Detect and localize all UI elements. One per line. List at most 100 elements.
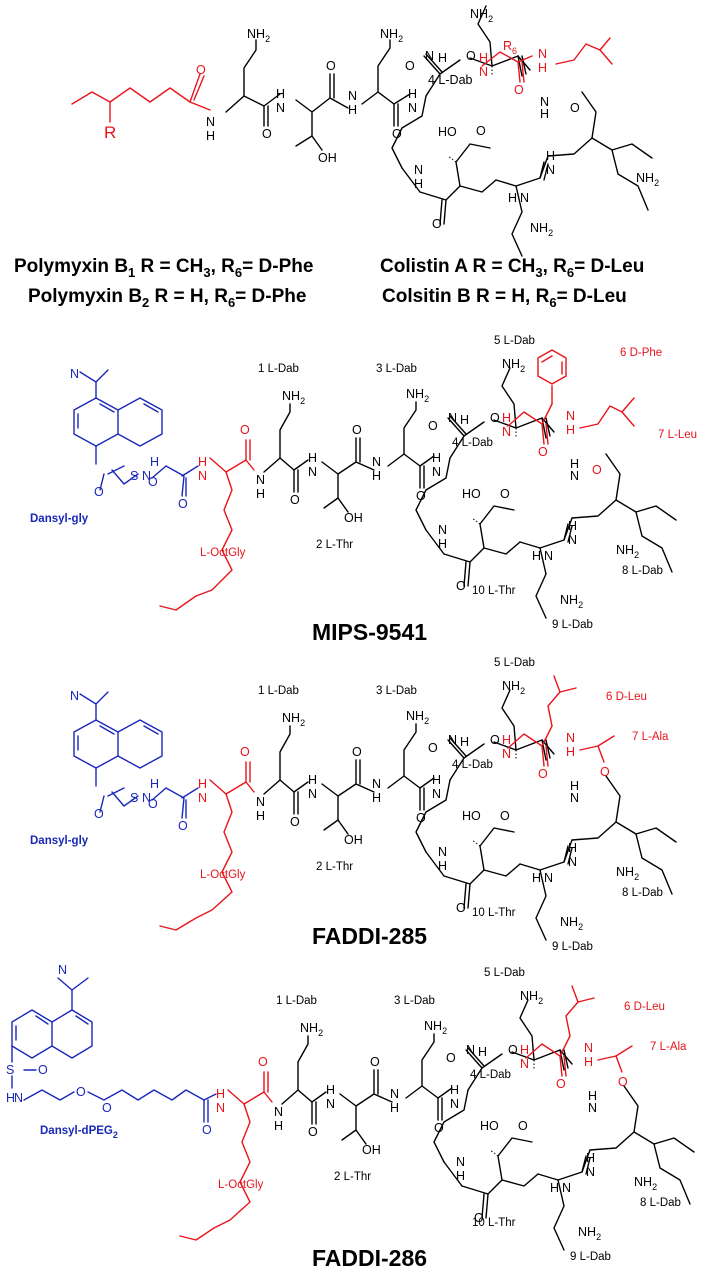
mips-9541-structure <box>73 349 677 619</box>
svg-text:NH2: NH2 <box>520 989 543 1006</box>
faddi-286-structure <box>11 977 695 1251</box>
svg-text:N: N <box>456 1155 465 1169</box>
svg-text:O: O <box>508 1043 518 1057</box>
svg-text:Dansyl-gly: Dansyl-gly <box>30 513 89 525</box>
svg-text:OH: OH <box>344 511 363 525</box>
svg-text:N: N <box>308 787 317 801</box>
svg-text:1 L-Dab: 1 L-Dab <box>258 685 299 697</box>
svg-text:OH: OH <box>318 151 337 165</box>
svg-text:1 L-Dab: 1 L-Dab <box>276 995 317 1007</box>
svg-text:O: O <box>290 493 300 507</box>
svg-text:NH2: NH2 <box>502 357 525 374</box>
svg-text:H: H <box>438 51 447 65</box>
svg-text:H: H <box>438 859 447 873</box>
svg-text:O: O <box>94 807 104 821</box>
svg-text:H: H <box>586 1151 595 1165</box>
svg-text:O: O <box>618 1075 628 1089</box>
svg-text:NH2: NH2 <box>282 389 305 406</box>
svg-text:H: H <box>308 773 317 787</box>
svg-text:N: N <box>448 411 457 425</box>
svg-text:Colsitin B R = H, R6= D-Leu: Colsitin B R = H, R6= D-Leu <box>382 286 627 310</box>
svg-text:5 L-Dab: 5 L-Dab <box>494 657 535 669</box>
svg-text:Polymyxin B2 R = H, R6= D-Phe: Polymyxin B2 R = H, R6= D-Phe <box>28 286 306 310</box>
svg-text:O: O <box>556 1077 566 1091</box>
mips-9541-labels: N S O O H N O Dansyl-gly H N O L-OctGly … <box>30 335 697 645</box>
svg-text:O: O <box>456 901 466 915</box>
svg-text:N: N <box>142 791 151 805</box>
svg-text:H: H <box>546 149 555 163</box>
svg-text:H: H <box>372 469 381 483</box>
svg-text:N: N <box>425 49 434 63</box>
svg-text:HO: HO <box>462 809 481 823</box>
svg-text:H: H <box>502 733 511 747</box>
svg-text:O: O <box>570 101 580 115</box>
svg-text:N: N <box>570 791 579 805</box>
svg-text:L-OctGly: L-OctGly <box>200 547 246 559</box>
svg-text:7 L-Leu: 7 L-Leu <box>658 429 697 441</box>
svg-text:N: N <box>414 163 423 177</box>
svg-text:N: N <box>448 733 457 747</box>
svg-text:H: H <box>256 487 265 501</box>
svg-text:S: S <box>6 1063 14 1077</box>
svg-text:O: O <box>178 819 188 833</box>
svg-text:2 L-Thr: 2 L-Thr <box>316 539 353 551</box>
svg-text:N: N <box>390 1087 399 1101</box>
svg-text:O: O <box>490 733 500 747</box>
svg-text:O: O <box>290 815 300 829</box>
svg-text:Polymyxin B1 R = CH3, R6= D-Ph: Polymyxin B1 R = CH3, R6= D-Phe <box>14 256 313 280</box>
svg-text:R6: R6 <box>503 39 517 56</box>
svg-text:N: N <box>206 115 215 129</box>
svg-text:O: O <box>456 579 466 593</box>
svg-text:10 L-Thr: 10 L-Thr <box>472 1217 516 1229</box>
svg-text:H: H <box>308 451 317 465</box>
svg-text:H: H <box>588 1089 597 1103</box>
svg-text:HO: HO <box>462 487 481 501</box>
svg-text:O: O <box>500 487 510 501</box>
svg-text:H: H <box>570 457 579 471</box>
svg-text:10 L-Thr: 10 L-Thr <box>472 585 516 597</box>
svg-text:H: H <box>584 1055 593 1069</box>
svg-text:NH2: NH2 <box>300 1021 323 1038</box>
svg-text:O: O <box>148 797 158 811</box>
svg-text:H: H <box>326 1083 335 1097</box>
svg-text:H: H <box>478 1045 487 1059</box>
svg-text:N: N <box>584 1041 593 1055</box>
svg-text:NH2: NH2 <box>530 221 553 238</box>
svg-text:H: H <box>150 455 159 469</box>
svg-text:H: H <box>256 809 265 823</box>
svg-text:N: N <box>308 465 317 479</box>
svg-text:H: H <box>150 777 159 791</box>
svg-text:N: N <box>438 845 447 859</box>
svg-text:NH2: NH2 <box>470 7 493 24</box>
svg-text:H: H <box>532 871 541 885</box>
svg-text:7 L-Ala: 7 L-Ala <box>650 1041 687 1053</box>
svg-text:H: H <box>6 1091 15 1105</box>
svg-text:N: N <box>566 409 575 423</box>
svg-text:H: H <box>508 191 517 205</box>
svg-text:N: N <box>372 455 381 469</box>
svg-text:1 L-Dab: 1 L-Dab <box>258 363 299 375</box>
svg-text:O: O <box>258 1055 268 1069</box>
svg-text:N: N <box>568 855 577 869</box>
svg-text:2 L-Thr: 2 L-Thr <box>334 1171 371 1183</box>
svg-text:H: H <box>566 745 575 759</box>
svg-text:9 L-Dab: 9 L-Dab <box>570 1251 611 1263</box>
svg-text:O: O <box>476 124 486 138</box>
svg-text:N: N <box>588 1101 597 1115</box>
svg-text:NH2: NH2 <box>424 1019 447 1036</box>
svg-text:N: N <box>198 791 207 805</box>
svg-text:H: H <box>566 423 575 437</box>
svg-text:Dansyl-gly: Dansyl-gly <box>30 835 89 847</box>
svg-text:O: O <box>490 411 500 425</box>
svg-text:H: H <box>438 537 447 551</box>
svg-text:O: O <box>466 49 476 63</box>
svg-text:H: H <box>568 841 577 855</box>
svg-text:N: N <box>432 465 441 479</box>
svg-text:Colistin A R = CH3, R6= D-Leu: Colistin A R = CH3, R6= D-Leu <box>380 256 644 280</box>
svg-text:9 L-Dab: 9 L-Dab <box>552 941 593 953</box>
svg-text:O: O <box>405 59 415 73</box>
svg-text:4 L-Dab: 4 L-Dab <box>470 1069 511 1081</box>
svg-text:H: H <box>414 177 423 191</box>
svg-text:N: N <box>479 65 488 79</box>
svg-text:O: O <box>102 1101 112 1115</box>
